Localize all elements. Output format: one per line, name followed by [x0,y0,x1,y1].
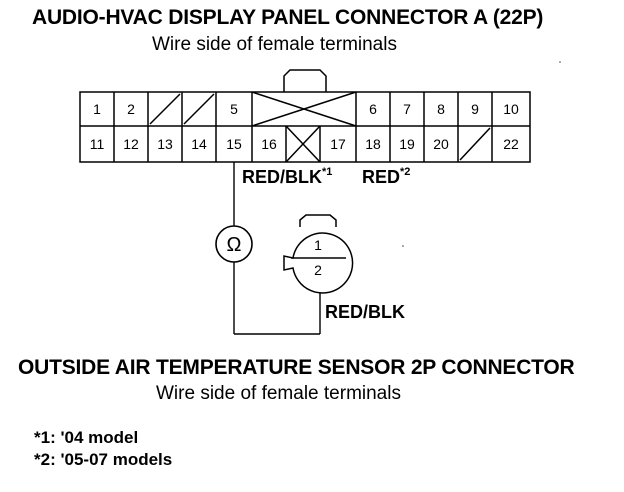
sensor-connector [283,214,354,294]
speck-2 [402,245,404,247]
pin-20: 20 [433,136,449,152]
connector-a-housing [79,91,531,163]
pin-18: 18 [365,136,381,152]
empty-cavity-21 [459,127,491,161]
ohm-icon: Ω [227,234,242,256]
empty-cavity-3 [149,93,181,125]
wire-label-red-blk-1-text: RED/BLK [242,167,322,187]
sensor-connector-latch [299,214,337,227]
connector-a-subtitle: Wire side of female terminals [152,34,397,55]
sensor-pins: 1 2 [314,237,322,278]
sensor-pin-2: 2 [314,262,322,278]
footnote-2: *2: '05-07 models [34,450,173,469]
connector-a-latch [283,69,327,92]
pin-15: 15 [226,136,242,152]
pin-7: 7 [403,101,411,117]
pin-12: 12 [123,136,139,152]
empty-cavity-4 [183,93,215,125]
footnote-mark-2: *2 [400,166,411,178]
pin-8: 8 [437,101,445,117]
pin-19: 19 [399,136,415,152]
ohmmeter: Ω [215,225,253,263]
sensor-title: OUTSIDE AIR TEMPERATURE SENSOR 2P CONNEC… [18,356,575,379]
pin-2: 2 [127,101,135,117]
pin-1: 1 [93,101,101,117]
footnote-mark-1: *1 [322,166,333,178]
connector-a-top-pins: 1 2 5 6 7 8 9 10 [93,101,519,117]
speck-1 [559,61,561,63]
wire-label-red-2: RED*2 [362,166,410,188]
connector-a-bottom-pins: 11 12 13 14 15 16 17 18 19 20 22 [90,136,519,152]
pin-22: 22 [503,136,519,152]
pin-10: 10 [503,101,519,117]
connector-a-title: AUDIO-HVAC DISPLAY PANEL CONNECTOR A (22… [32,6,544,29]
wire-label-red-2-text: RED [362,167,401,187]
pin-9: 9 [471,101,479,117]
pin-6: 6 [369,101,377,117]
pin-17: 17 [330,136,346,152]
pin-5: 5 [230,101,238,117]
sensor-subtitle: Wire side of female terminals [156,383,401,404]
ohmmeter-circle [215,225,253,263]
wire-label-red-blk-1: RED/BLK*1 [242,166,332,188]
pin-14: 14 [191,136,207,152]
connector-a [79,69,531,163]
pin-16: 16 [261,136,277,152]
sensor-connector-body [283,232,354,294]
footnote-1: *1: '04 model [34,428,139,447]
pin-11: 11 [90,136,105,152]
sensor-pin-1: 1 [314,237,322,253]
wire-label-red-blk-sensor: RED/BLK [325,302,405,322]
pin-13: 13 [157,136,173,152]
